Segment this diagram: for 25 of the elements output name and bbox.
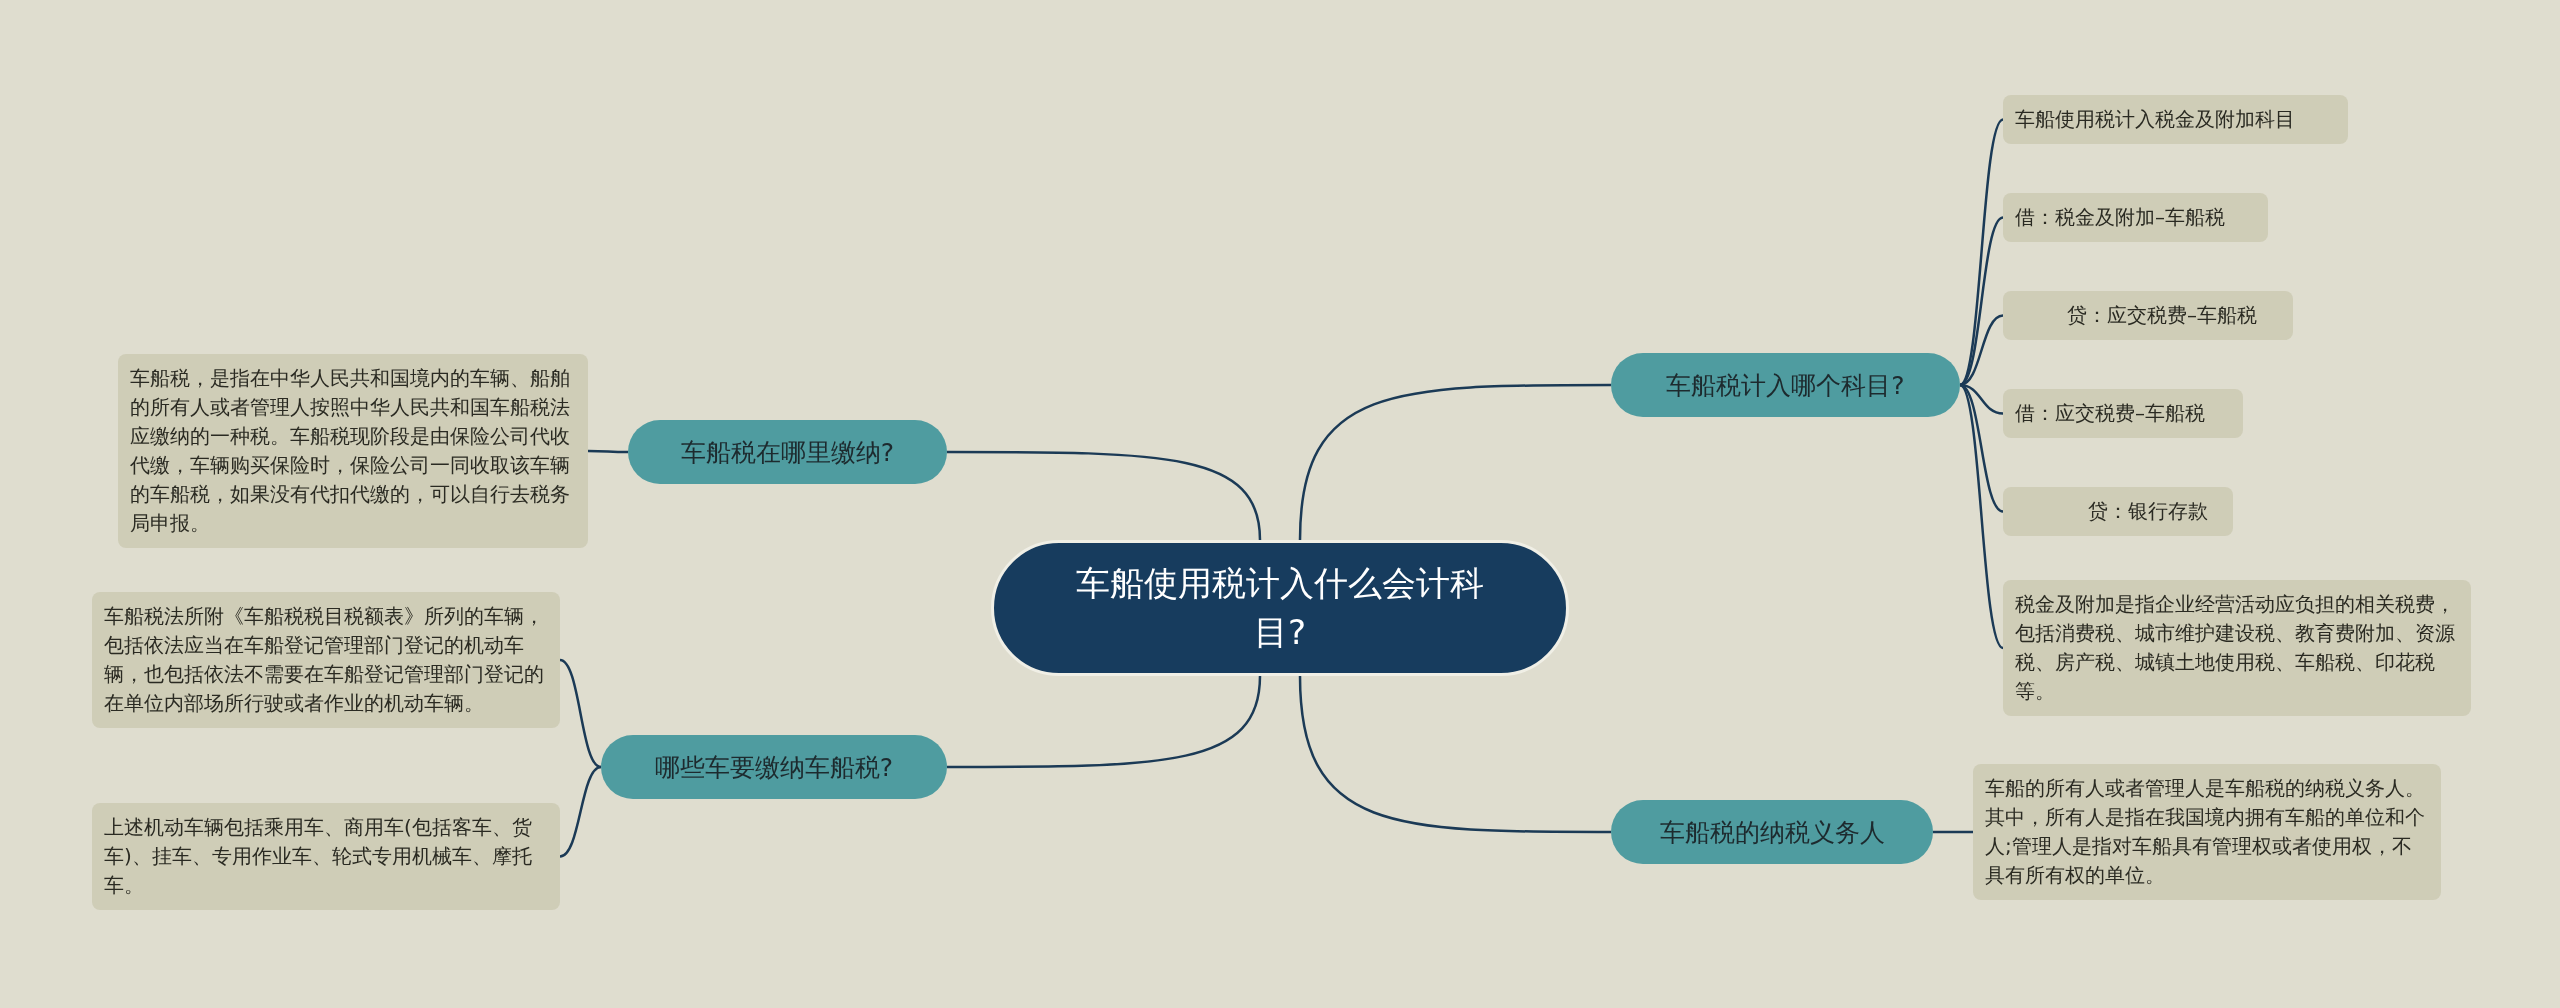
note-card: 车船的所有人或者管理人是车船税的纳税义务人。其中，所有人是指在我国境内拥有车船的单位和个人;管理人是指对车船具有管理权或者使用权，不具有所有权的单位。 <box>1973 764 2441 900</box>
central-topic: 车船使用税计入什么会计科目? <box>991 540 1569 676</box>
connector-line <box>947 675 1262 769</box>
note-card: 车船税法所附《车船税税目税额表》所列的车辆，包括依法应当在车船登记管理部门登记的机动车辆，也包括依法不需要在车船登记管理部门登记的在单位内部场所行驶或者作业的机动车辆。 <box>92 592 560 728</box>
note-card: 借：应交税费–车船税 <box>2003 389 2243 438</box>
note-card: 车船税，是指在中华人民共和国境内的车辆、船舶的所有人或者管理人按照中华人民共和国车船税法应缴纳的一种税。车船税现阶段是由保险公司代收代缴，车辆购买保险时，保险公司一同收取该车辆的车船税，如果没有代扣代缴的，可以自行去税务局申报。 <box>118 354 588 548</box>
branch-topic: 车船税在哪里缴纳? <box>628 420 947 484</box>
connector-line <box>947 450 1262 541</box>
branch-topic: 车船税计入哪个科目? <box>1611 353 1960 417</box>
connector-line <box>1959 384 2004 649</box>
note-card: 车船使用税计入税金及附加科目 <box>2003 95 2348 144</box>
note-card: 借：税金及附加–车船税 <box>2003 193 2268 242</box>
note-card: 上述机动车辆包括乘用车、商用车(包括客车、货车)、挂车、专用作业车、轮式专用机械车、摩托车。 <box>92 803 560 910</box>
connector-line <box>1298 675 1611 834</box>
note-card: 贷：应交税费–车船税 <box>2003 291 2293 340</box>
connector-line <box>588 449 628 454</box>
connector-line <box>1933 830 1973 834</box>
note-card: 贷：银行存款 <box>2003 487 2233 536</box>
connector-line <box>1959 118 2004 386</box>
connector-line <box>1298 383 1611 541</box>
connector-line <box>559 658 602 769</box>
branch-topic: 车船税的纳税义务人 <box>1611 800 1933 864</box>
connector-line <box>559 765 602 858</box>
note-card: 税金及附加是指企业经营活动应负担的相关税费，包括消费税、城市维护建设税、教育费附加、资源税、房产税、城镇土地使用税、车船税、印花税等。 <box>2003 580 2471 716</box>
branch-topic: 哪些车要缴纳车船税? <box>601 735 947 799</box>
